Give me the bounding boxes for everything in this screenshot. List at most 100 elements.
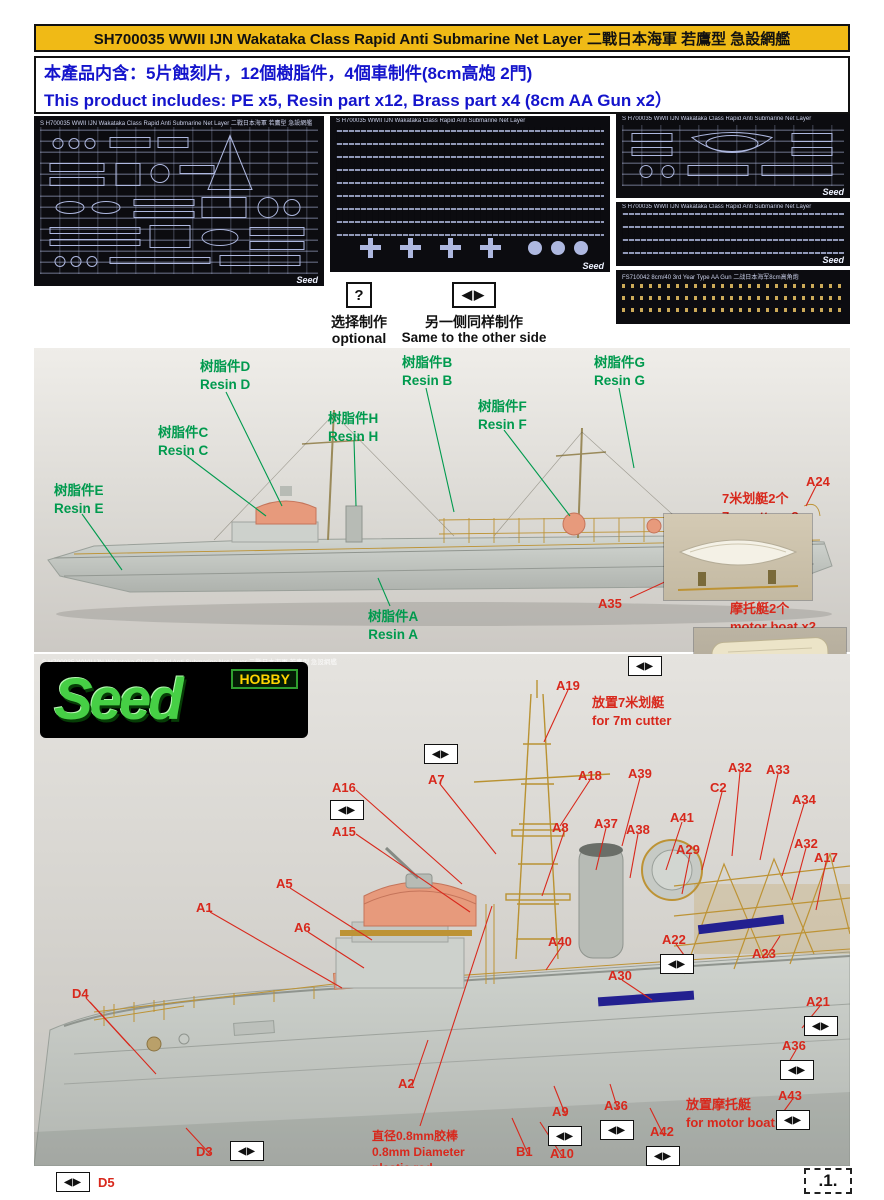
brand-watermark: Seed [582,261,604,271]
brand-watermark: Seed [296,275,318,285]
pe-deck-shape [631,132,833,178]
resin-label-b: 树脂件B Resin B [402,354,452,389]
pe-cross-shapes [360,238,588,258]
optional-symbol: ? [346,282,372,308]
part-label-a23: A23 [752,946,776,961]
cutter-illustration [677,539,799,591]
resin-label-c-en: Resin C [158,442,209,458]
part-label-a18: A18 [578,768,602,783]
part-label-a16: A16 [332,780,356,795]
pe-parts-shapes [49,134,305,267]
plastic-rod-cn: 直径0.8mm胶棒 [372,1129,459,1143]
motorboat-note-cn: 摩托艇2个 [730,601,790,616]
page-number: .1. [804,1168,852,1194]
mirror-symbol-icon: ◀▶ [780,1060,814,1080]
part-label-a39: A39 [628,766,652,781]
part-label-a32-1: A32 [728,760,752,775]
part-label-a32-2: A32 [794,836,818,851]
mirror-symbol-icon: ◀▶ [660,954,694,974]
seed-hobby-logo: Seed HOBBY [40,662,308,738]
fret-caption: S H700035 WWII IJN Wakataka Class Rapid … [336,118,526,124]
cutter-inset-photo [664,514,812,600]
part-label-a38: A38 [626,822,650,837]
resin-label-h: 树脂件H Resin H [328,410,378,445]
resin-label-a-cn: 树脂件A [368,609,419,624]
mirror-symbol-icon: ◀▶ [646,1146,680,1166]
part-label-a33: A33 [766,762,790,777]
resin-label-b-cn: 树脂件B [402,355,453,370]
part-label-a22: A22 [662,932,686,947]
resin-label-c-cn: 树脂件C [158,425,209,440]
product-includes-box: 本產品内含：5片蝕刻片，12個樹脂件，4個車制件(8cm高炮 2門) This … [34,56,850,114]
mirror-symbol-icon: ◀▶ [56,1172,90,1192]
resin-label-f-en: Resin F [478,416,527,432]
includes-line-cn: 本產品内含：5片蝕刻片，12個樹脂件，4個車制件(8cm高炮 2門) [44,64,533,83]
place-cutter-en: for 7m cutter [592,712,672,728]
part-label-a34: A34 [792,792,816,807]
resin-label-e: 树脂件E Resin E [54,482,104,517]
mirror-symbol-icon: ◀▶ [804,1016,838,1036]
mirror-label-cn: 另一侧同样制作 [425,314,523,330]
mirror-symbol-icon: ◀▶ [330,800,364,820]
part-label-a17: A17 [814,850,838,865]
part-label-a21: A21 [806,994,830,1009]
part-label-a40: A40 [548,934,572,949]
fret-caption: S H700035 WWII IJN Wakataka Class Rapid … [622,116,812,122]
seed-logo-text: Seed [54,667,184,732]
pe-railings-pattern [622,213,844,254]
resin-label-c: 树脂件C Resin C [158,424,208,459]
pe-fret-photo-main: S H700035 WWII IJN Wakataka Class Rapid … [34,116,324,286]
fret-caption: S H700035 WWII IJN Wakataka Class Rapid … [622,204,812,210]
part-label-a36-2: A36 [604,1098,628,1113]
resin-label-a: 树脂件A Resin A [368,608,418,643]
resin-label-h-cn: 树脂件H [328,411,379,426]
part-label-a19: A19 [556,678,580,693]
part-label-a41: A41 [670,810,694,825]
mirror-symbol-icon: ◀▶ [628,656,662,676]
part-label-a24: A24 [806,474,830,489]
ship-side-view-illustration [47,387,833,626]
page-title: SH700035 WWII IJN Wakataka Class Rapid A… [34,24,850,52]
pe-fret-photo-railings: S H700035 WWII IJN Wakataka Class Rapid … [330,116,610,272]
brass-barrels-photo: FS710042 8cm/40 3rd Year Type AA Gun 二战日… [616,270,850,324]
cutter-note-cn: 7米划艇2个 [722,491,789,506]
part-label-a30: A30 [608,968,632,983]
mirror-symbol-icon: ◀▶ [424,744,458,764]
part-label-a2: A2 [398,1076,415,1091]
part-label-a7: A7 [428,772,445,787]
resin-label-e-cn: 树脂件E [54,483,104,498]
plastic-rod-en2: plastic rod [372,1160,465,1166]
pe-parts-pattern [622,125,844,186]
pe-fret-photo-small-2: S H700035 WWII IJN Wakataka Class Rapid … [616,202,850,266]
includes-line-en: This product includes: PE x5, Resin part… [44,91,672,110]
ship-closeup-illustration [34,680,850,1166]
resin-label-g-cn: 树脂件G [594,355,646,370]
part-label-a37: A37 [594,816,618,831]
part-label-a1: A1 [196,900,213,915]
place-motorboat-cn: 放置摩托艇 [686,1097,752,1112]
part-label-a10: A10 [550,1146,574,1161]
resin-label-f-cn: 树脂件F [478,399,527,414]
resin-label-e-en: Resin E [54,500,104,516]
resin-label-g-en: Resin G [594,372,646,388]
plastic-rod-en1: 0.8mm Diameter [372,1145,465,1160]
brand-watermark: Seed [822,255,844,265]
pe-parts-pattern [40,127,318,274]
part-label-a15: A15 [332,824,356,839]
resin-label-a-en: Resin A [368,626,418,642]
mirror-symbol-icon: ◀▶ [452,282,496,308]
brass-parts-pattern [622,281,844,312]
optional-label-en: optional [331,330,387,346]
part-label-b1: B1 [516,1144,533,1159]
part-label-a29: A29 [676,842,700,857]
resin-label-d-en: Resin D [200,376,251,392]
part-label-a35: A35 [598,596,622,611]
resin-label-d: 树脂件D Resin D [200,358,250,393]
part-label-d4: D4 [72,986,89,1001]
part-label-a6: A6 [294,920,311,935]
part-label-d5: D5 [98,1175,115,1190]
mirror-symbol-icon: ◀▶ [600,1120,634,1140]
resin-label-h-en: Resin H [328,428,379,444]
resin-label-d-cn: 树脂件D [200,359,251,374]
